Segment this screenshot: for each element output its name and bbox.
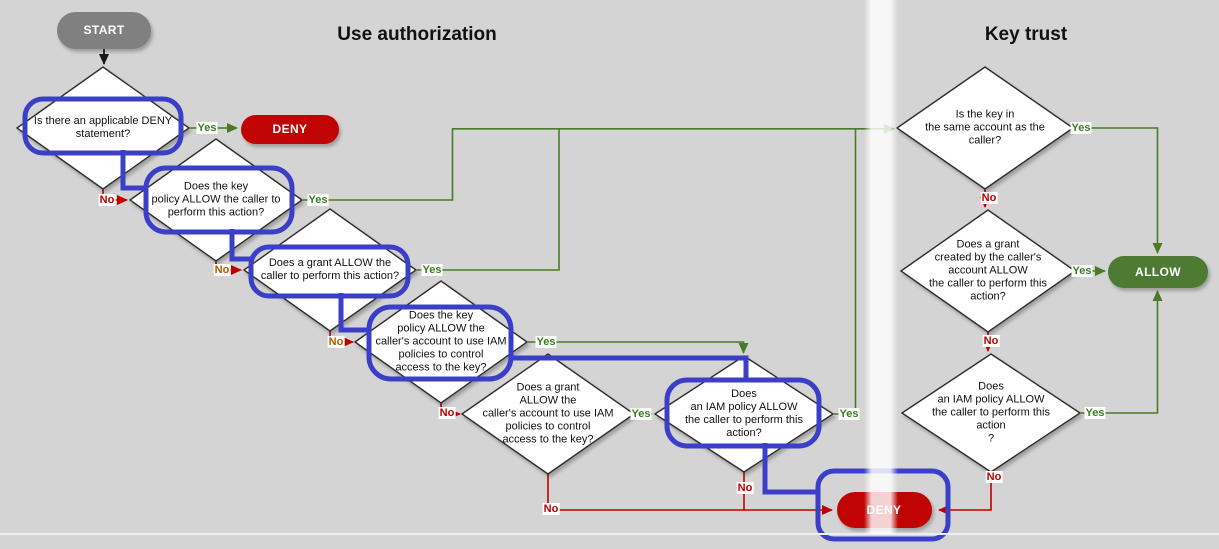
highlight-connector-3 [338, 293, 371, 333]
decision-iam-policy-trust-label: Does an IAM policy ALLOW the caller to p… [932, 380, 1050, 445]
no-label-iam-policy-caller: No [736, 482, 754, 494]
edge-yes-key-policy-caller [303, 128, 454, 201]
start-node [57, 12, 151, 49]
edge-yes-grant-caller [417, 128, 560, 271]
highlight-grant-caller [248, 244, 411, 299]
decision-iam-policy-caller [653, 355, 835, 473]
highlight-connector-1 [120, 150, 148, 191]
yes-label-key-policy-caller: Yes [307, 194, 329, 206]
decision-key-policy-caller-label: Does the key policy ALLOW the caller to … [151, 180, 281, 219]
highlight-connector-4 [509, 355, 749, 382]
highlight-key-policy-caller [143, 165, 295, 235]
yes-label-iam-policy-caller: Yes [838, 408, 860, 420]
yes-label-key-policy-account: Yes [535, 336, 557, 348]
decision-iam-policy-trust [900, 353, 1082, 473]
highlight-iam-policy-caller [664, 377, 822, 449]
start-label: START [83, 23, 125, 37]
deny-bottom-label: DENY [866, 503, 902, 517]
edge-yes-iam-trust-to-allow [1081, 290, 1163, 414]
yes-label-deny-statement: Yes [196, 122, 218, 134]
edge-no-iam-trust-to-deny [938, 472, 992, 515]
no-label-iam-policy-trust: No [985, 471, 1003, 483]
allow-node [1108, 256, 1208, 288]
yes-label-grant-created: Yes [1071, 265, 1093, 277]
no-label-key-policy-account: No [438, 407, 456, 419]
edge-yes-iam-policy-caller [834, 128, 857, 415]
decision-deny-statement-label: Is there an applicable DENY statement? [33, 115, 173, 140]
decision-key-policy-account-label: Does the key policy ALLOW the caller's a… [375, 309, 507, 374]
bottom-separator-line [0, 533, 1219, 535]
edge-yes-key-policy-account-to-iam [528, 341, 749, 354]
highlight-connector-2 [229, 229, 253, 262]
yes-label-grant-account: Yes [630, 408, 652, 420]
yes-label-grant-caller: Yes [421, 264, 443, 276]
highlight-connector-5 [762, 443, 820, 495]
no-label-deny-statement: No [98, 194, 116, 206]
no-label-grant-created: No [982, 335, 1000, 347]
decision-same-account-label: Is the key in the same account as the ca… [925, 108, 1045, 147]
decision-grant-account-label: Does a grant ALLOW the caller's account … [482, 381, 614, 446]
no-label-grant-caller: No [327, 336, 345, 348]
highlight-key-policy-account [366, 304, 514, 382]
edge-yes-same-account-to-allow [1074, 127, 1163, 254]
deny-top-label: DENY [272, 122, 308, 136]
decision-iam-policy-caller-label: Does an IAM policy ALLOW the caller to p… [685, 388, 803, 439]
section-title-key-trust: Key trust [984, 24, 1068, 45]
decision-grant-caller-label: Does a grant ALLOW the caller to perform… [260, 257, 400, 282]
highlight-deny-statement [22, 96, 184, 156]
yes-label-iam-policy-trust: Yes [1084, 407, 1106, 419]
yes-label-same-account: Yes [1070, 122, 1092, 134]
allow-label: ALLOW [1135, 265, 1181, 279]
decision-key-policy-account [353, 280, 529, 404]
deny-top-node [241, 115, 339, 144]
decision-grant-created-label: Does a grant created by the caller's acc… [929, 238, 1047, 303]
section-title-use-authorization: Use authorization [337, 24, 497, 45]
no-label-key-policy-caller: No [213, 264, 231, 276]
decision-grant-caller [242, 208, 418, 332]
no-label-same-account: No [980, 192, 998, 204]
no-label-grant-account: No [542, 503, 560, 515]
